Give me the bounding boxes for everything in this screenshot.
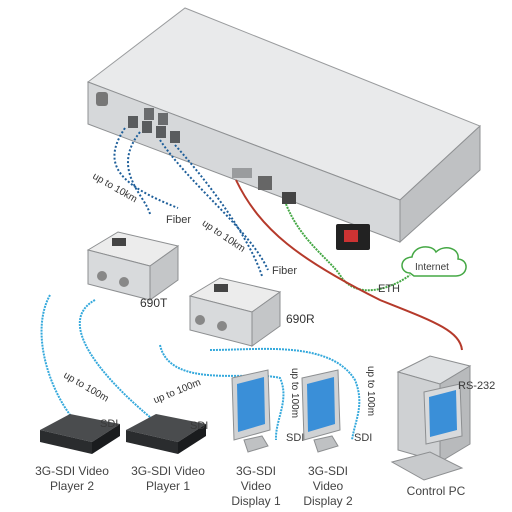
rs232-label: RS-232 — [458, 380, 496, 392]
caption-control-pc: Control PC — [406, 484, 466, 498]
display-2 — [301, 369, 341, 453]
fiber-cable-4 — [174, 144, 263, 277]
video-player-1 — [126, 414, 206, 454]
caption-player-2-line2: Player 2 — [49, 479, 95, 493]
caption-player-1: 3G-SDI Video Player 1 — [118, 464, 218, 494]
fiber-ports — [128, 108, 180, 143]
caption-display-2-line3: Display 2 — [303, 494, 353, 508]
sdi-label-2: SDI — [190, 420, 209, 432]
caption-display-2: 3G-SDI Video Display 2 — [292, 464, 364, 509]
fiber-cable-1 — [113, 127, 179, 209]
caption-player-2: 3G-SDI Video Player 2 — [22, 464, 122, 494]
keyboard — [390, 451, 464, 481]
fiber-cable-3 — [159, 139, 269, 271]
caption-display-2-line1: 3G-SDI — [307, 464, 348, 478]
db9-port — [232, 168, 252, 178]
caption-display-1-line2: Video — [240, 479, 272, 493]
caption-display-1-line1: 3G-SDI — [235, 464, 276, 478]
control-pc — [390, 355, 472, 481]
main-chassis — [86, 7, 481, 250]
sdi-label-4: SDI — [354, 432, 373, 444]
sdi-cable-player1 — [78, 299, 176, 437]
fiber-label-1: Fiber — [166, 214, 192, 226]
internet-label: Internet — [415, 262, 449, 273]
fiber-label-2: Fiber — [272, 265, 298, 277]
device-690r — [188, 277, 282, 347]
sdi-label-3: SDI — [286, 432, 305, 444]
rs232-cable — [235, 179, 463, 351]
caption-player-2-line1: 3G-SDI Video — [35, 464, 109, 478]
sdi-label-1: SDI — [100, 418, 119, 430]
power-switch — [96, 92, 108, 106]
terminal-block — [258, 176, 272, 190]
distance-label-sdi-4: up to 100m — [365, 366, 376, 417]
device-690r-label: 690R — [286, 312, 315, 326]
fiber-cables — [113, 127, 269, 277]
caption-display-2-line2: Video — [312, 479, 344, 493]
sdi-cable-player2 — [40, 294, 96, 439]
eth-cable — [285, 203, 411, 292]
device-690t-label: 690T — [140, 296, 168, 310]
caption-player-1-line1: 3G-SDI Video — [131, 464, 205, 478]
display-1 — [231, 369, 271, 453]
device-690t — [86, 231, 180, 301]
power-rocker — [344, 230, 358, 242]
fiber-cable-2 — [127, 131, 151, 215]
distance-label-sdi-3: up to 100m — [289, 368, 300, 419]
sdi-cables — [40, 294, 361, 441]
caption-player-1-line2: Player 1 — [145, 479, 191, 493]
sdi-cable-display1 — [159, 344, 285, 441]
caption-display-1: 3G-SDI Video Display 1 — [220, 464, 292, 509]
internet-cloud — [401, 246, 467, 277]
eth-port — [282, 192, 296, 204]
eth-label: ETH — [378, 283, 400, 295]
caption-display-1-line3: Display 1 — [231, 494, 281, 508]
video-player-2 — [40, 414, 120, 454]
